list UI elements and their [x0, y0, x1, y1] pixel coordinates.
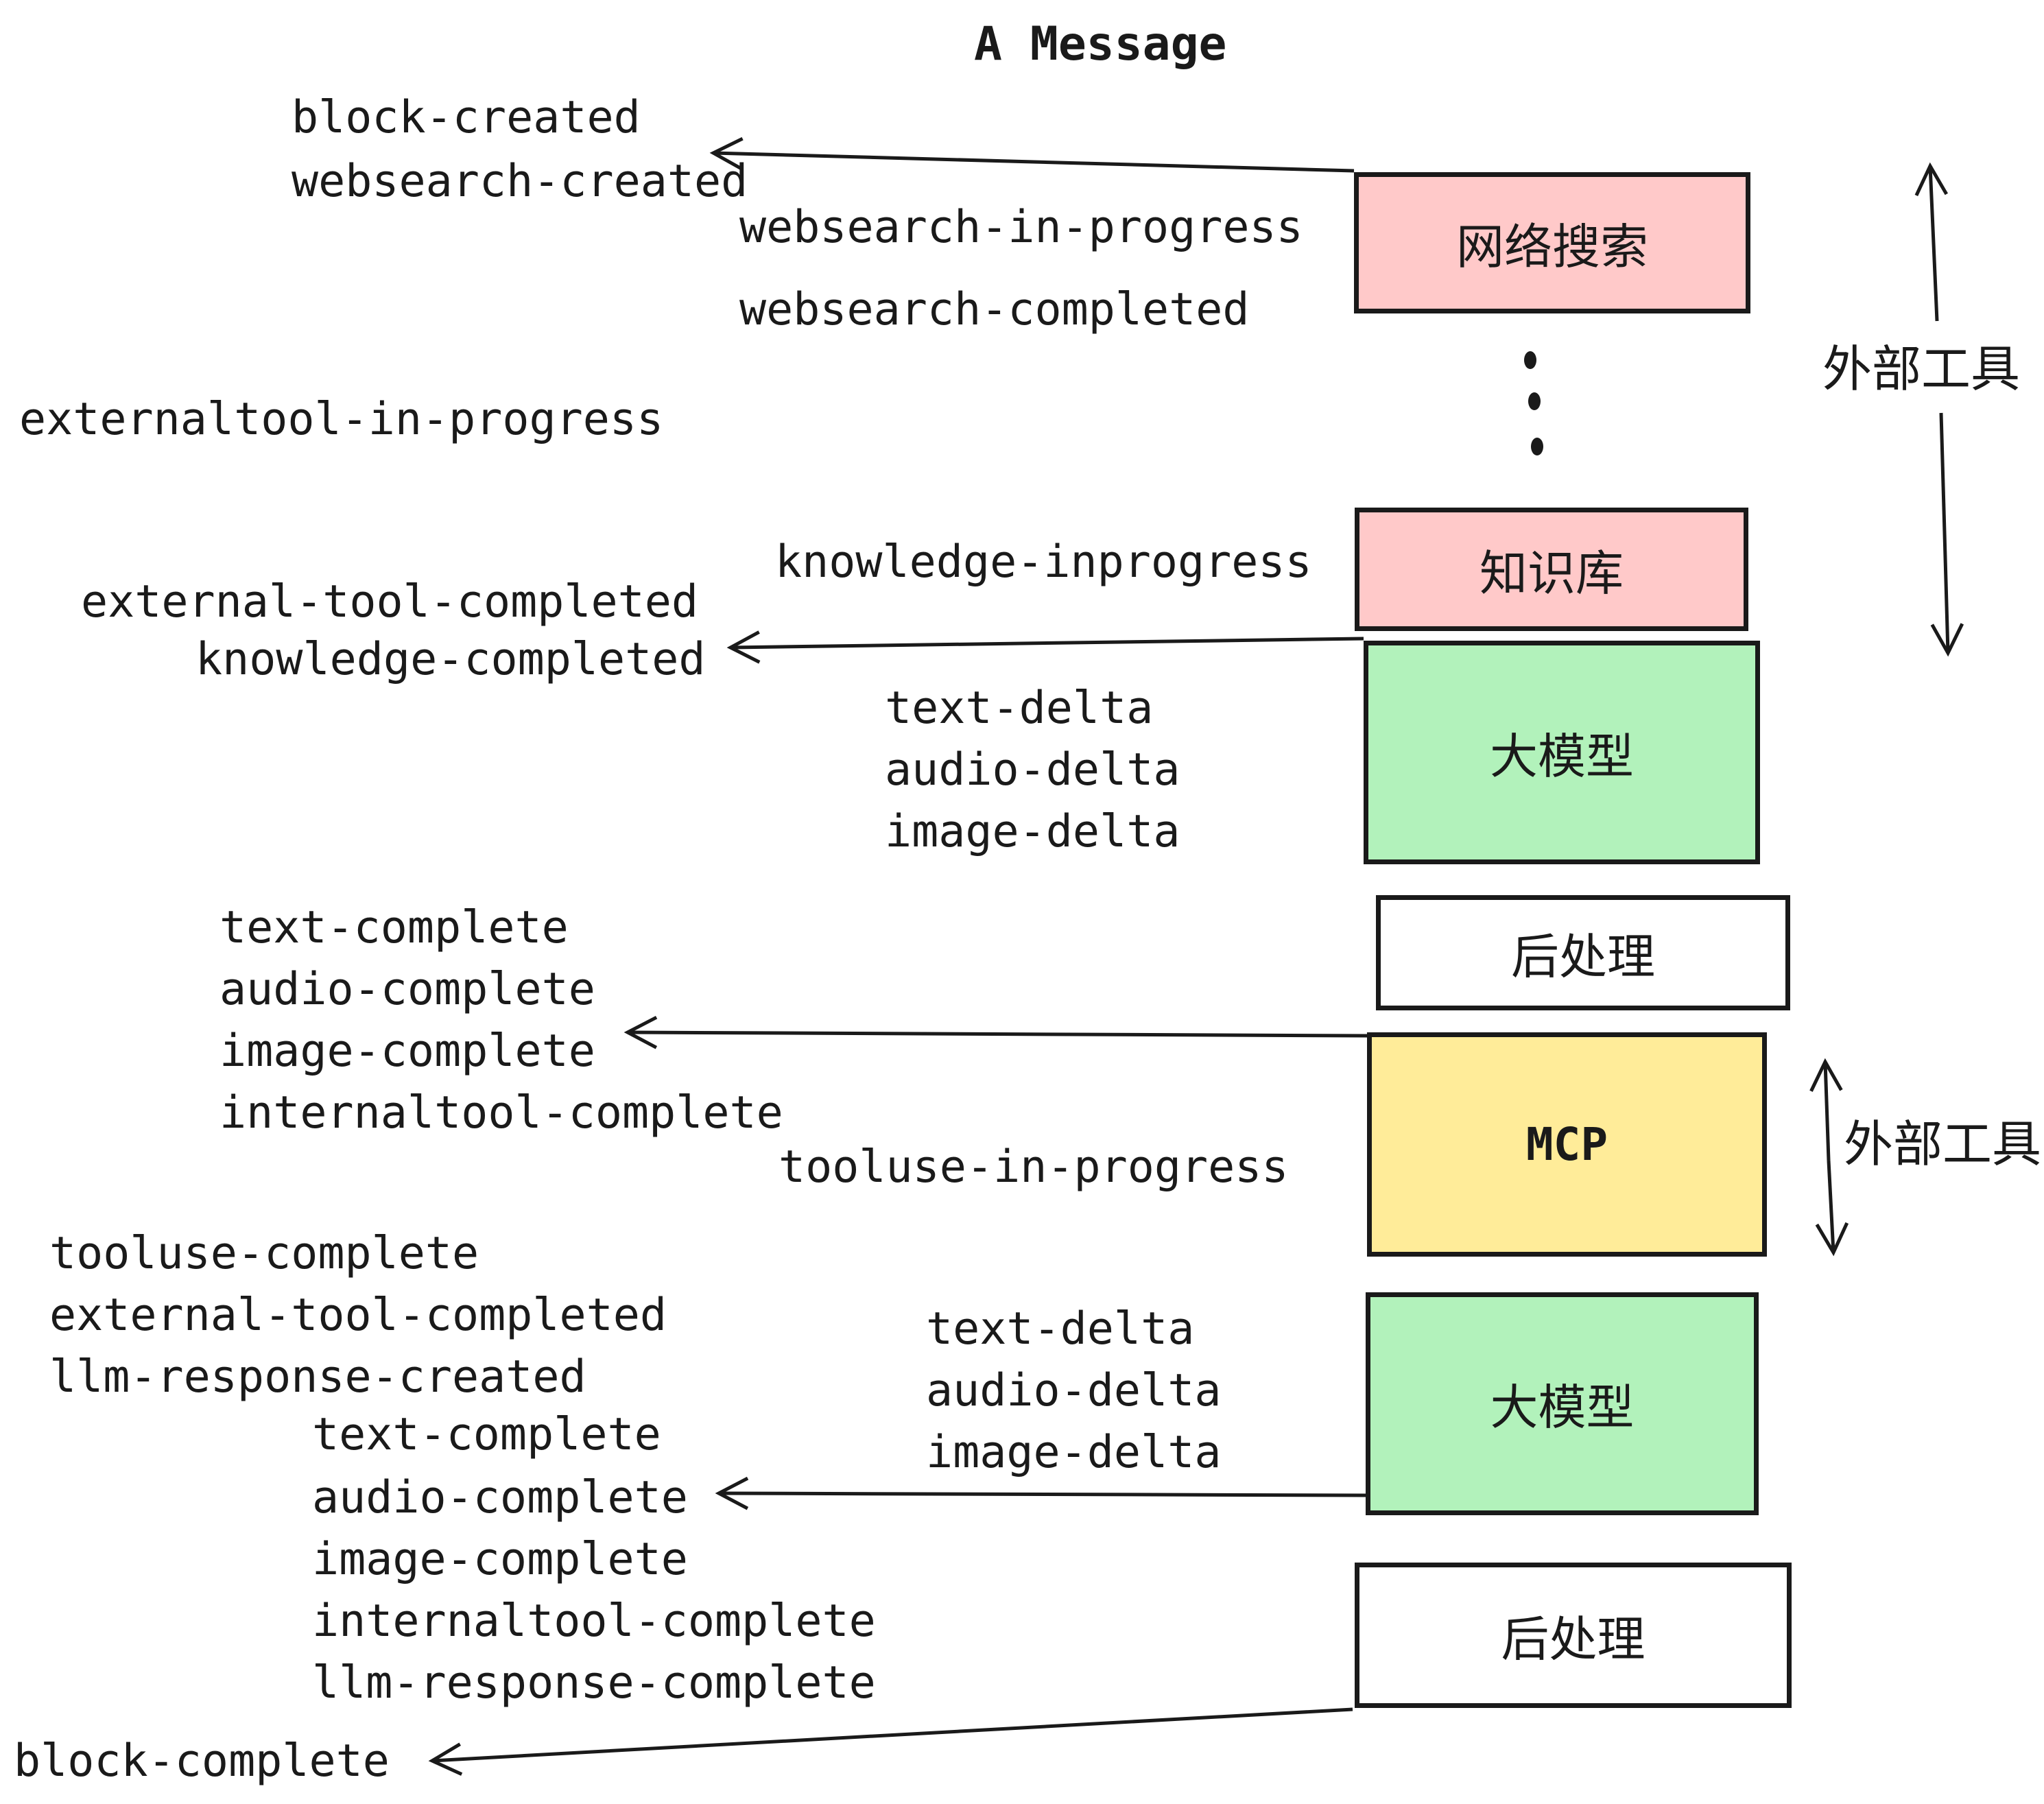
arrow-image-complete — [623, 1015, 1370, 1049]
event-block-created: block-created — [292, 92, 641, 143]
event-block-complete: block-complete — [14, 1735, 390, 1787]
external-tools-bottom-arrow-up — [1809, 1058, 1843, 1161]
box-knowledge-label: 知识库 — [1479, 545, 1624, 602]
event-audio-delta-2: audio-delta — [926, 1365, 1222, 1416]
event-text-complete-1: text-complete — [219, 902, 569, 953]
external-tools-top-arrow-down — [1930, 412, 1964, 657]
event-llm-response-complete: llm-response-complete — [312, 1657, 876, 1709]
event-websearch-completed: websearch-completed — [739, 284, 1250, 335]
box-mcp-label: MCP — [1525, 1118, 1608, 1171]
event-tooluse-in-progress: tooluse-in-progress — [779, 1141, 1289, 1193]
external-tools-top-arrow-up — [1914, 162, 1948, 322]
event-llm-response-created: llm-response-created — [49, 1351, 586, 1403]
page-title: A Message — [974, 17, 1227, 71]
box-postprocess-bottom-label: 后处理 — [1501, 1611, 1645, 1667]
box-websearch: 网络搜索 — [1354, 172, 1750, 313]
event-image-complete-2: image-complete — [312, 1534, 688, 1585]
event-audio-complete-2: audio-complete — [312, 1472, 688, 1523]
box-postprocess-bottom: 后处理 — [1355, 1563, 1792, 1708]
event-external-tool-completed-1: external-tool-completed — [81, 576, 699, 628]
ellipsis-dot — [1531, 438, 1543, 455]
event-externaltool-in-progress: externaltool-in-progress — [19, 394, 664, 445]
event-image-delta-2: image-delta — [926, 1427, 1222, 1478]
event-external-tool-completed-2: external-tool-completed — [49, 1290, 667, 1341]
event-text-complete-2: text-complete — [312, 1409, 661, 1460]
box-llm-top-label: 大模型 — [1490, 728, 1634, 785]
event-audio-complete-1: audio-complete — [219, 964, 595, 1015]
arrow-audio-complete — [715, 1476, 1366, 1510]
box-llm-bottom-label: 大模型 — [1490, 1379, 1635, 1436]
external-tools-bottom-arrow-down — [1815, 1160, 1849, 1257]
event-knowledge-inprogress: knowledge-inprogress — [775, 536, 1312, 588]
arrow-websearch-created — [709, 137, 1355, 173]
ellipsis-dot — [1524, 351, 1536, 369]
box-mcp: MCP — [1367, 1032, 1767, 1257]
event-tooluse-complete: tooluse-complete — [49, 1228, 479, 1279]
box-knowledge: 知识库 — [1355, 508, 1748, 631]
box-llm-bottom: 大模型 — [1366, 1292, 1759, 1515]
event-text-delta-1: text-delta — [885, 683, 1154, 734]
event-text-delta-2: text-delta — [926, 1303, 1195, 1355]
event-image-complete-1: image-complete — [219, 1025, 595, 1077]
event-knowledge-completed: knowledge-completed — [195, 634, 706, 685]
event-image-delta-1: image-delta — [885, 806, 1180, 857]
arrow-knowledge-completed — [726, 630, 1364, 664]
event-internaltool-complete-2: internaltool-complete — [312, 1595, 876, 1647]
event-internaltool-complete-1: internaltool-complete — [219, 1087, 783, 1139]
event-audio-delta-1: audio-delta — [885, 744, 1180, 796]
event-websearch-created: websearch-created — [292, 156, 748, 207]
ellipsis-dot — [1528, 392, 1541, 410]
arrow-block-complete — [428, 1707, 1353, 1776]
box-llm-top: 大模型 — [1364, 641, 1760, 864]
annotation-external-tools-bottom: 外部工具 — [1844, 1115, 2042, 1173]
box-postprocess-top-label: 后处理 — [1511, 928, 1655, 985]
box-postprocess-top: 后处理 — [1376, 895, 1790, 1010]
box-websearch-label: 网络搜索 — [1456, 218, 1648, 275]
event-websearch-in-progress: websearch-in-progress — [739, 202, 1303, 253]
annotation-external-tools-top: 外部工具 — [1822, 340, 2021, 398]
